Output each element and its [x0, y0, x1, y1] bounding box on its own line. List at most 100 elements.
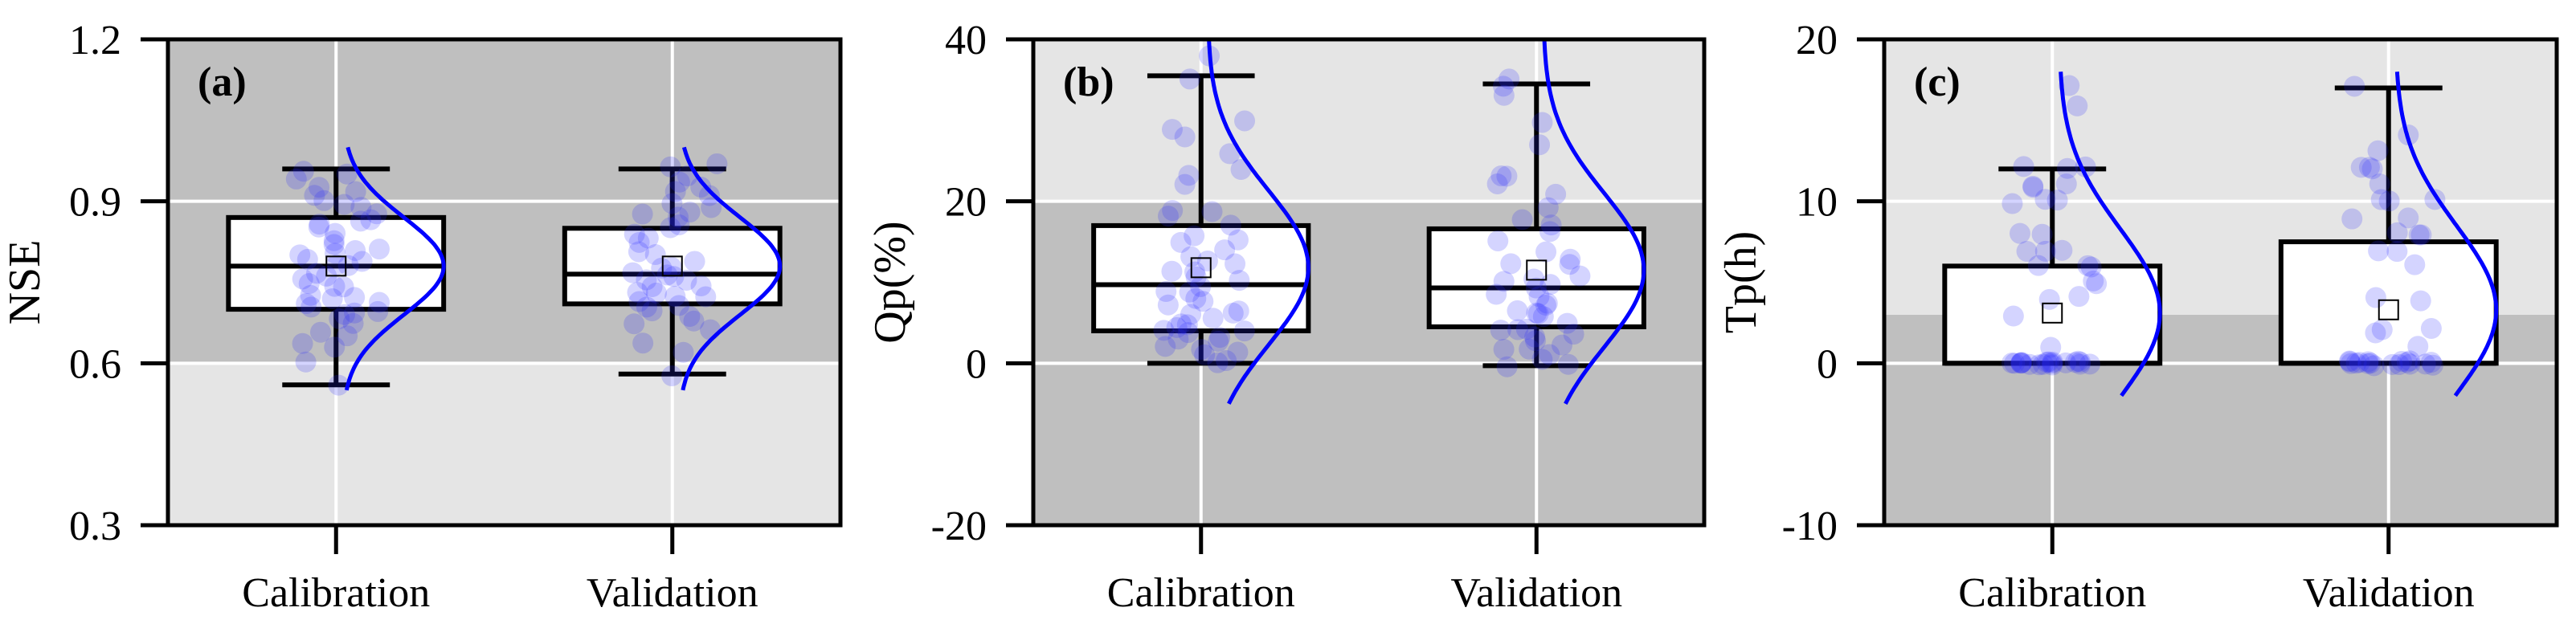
data-point: [627, 282, 648, 304]
data-point: [1201, 201, 1223, 222]
x-tick-label: Validation: [587, 570, 758, 616]
y-tick-label: -10: [1782, 504, 1838, 549]
data-point: [309, 321, 331, 343]
data-point: [2034, 189, 2056, 210]
data-point: [350, 197, 372, 218]
data-point: [1486, 283, 1507, 305]
normal-distribution-curve: [2394, 71, 2499, 398]
mean-marker: [1526, 259, 1548, 281]
data-point: [673, 341, 694, 363]
data-point: [1225, 253, 1246, 275]
data-point: [2027, 255, 2049, 276]
data-point: [2378, 190, 2400, 212]
box-iqr: [2278, 239, 2499, 366]
data-point: [342, 312, 364, 334]
data-point: [2069, 353, 2091, 375]
data-point: [1155, 281, 1177, 303]
data-point: [323, 230, 345, 251]
data-point: [1194, 344, 1216, 365]
data-point: [333, 194, 355, 215]
data-point: [304, 185, 325, 206]
data-point: [698, 185, 720, 206]
data-point: [2002, 305, 2024, 327]
data-point: [2046, 190, 2068, 211]
data-point: [2369, 173, 2390, 195]
data-point: [1207, 352, 1229, 373]
data-point: [1527, 303, 1549, 324]
data-point: [328, 374, 350, 396]
data-point: [1161, 260, 1183, 282]
data-point: [309, 214, 330, 235]
data-point: [2361, 158, 2383, 180]
data-point: [344, 287, 366, 308]
data-point: [1556, 312, 1578, 334]
panel-label: (b): [1063, 59, 1114, 105]
data-point: [632, 332, 654, 354]
data-point: [1531, 112, 1553, 133]
data-point: [628, 241, 649, 263]
data-point: [1196, 250, 1218, 271]
data-point: [1531, 349, 1553, 370]
data-point: [2055, 352, 2076, 373]
data-point: [1220, 214, 1241, 236]
data-point: [683, 310, 705, 332]
data-point: [2067, 350, 2089, 372]
data-point: [350, 210, 371, 232]
data-point: [1524, 330, 1546, 352]
data-point: [1191, 339, 1212, 361]
data-point: [660, 217, 681, 239]
data-point: [300, 284, 321, 306]
data-point: [669, 171, 690, 193]
data-point: [2358, 157, 2380, 178]
mean-marker: [325, 255, 347, 277]
data-point: [2010, 352, 2032, 373]
data-point: [661, 193, 683, 214]
normal-distribution-curve: [344, 146, 446, 391]
data-point: [2067, 95, 2088, 116]
data-point: [2070, 351, 2091, 373]
y-tick-label: 0.6: [69, 341, 121, 387]
data-point: [296, 293, 317, 315]
y-tick-label: 0.9: [69, 180, 121, 226]
data-point: [2031, 223, 2053, 245]
data-point: [1496, 356, 1518, 377]
data-point: [1493, 84, 1515, 106]
data-point: [333, 276, 354, 298]
y-axis-label: Tp(h): [1716, 231, 1766, 334]
data-point: [1184, 225, 1205, 247]
data-point: [345, 181, 366, 202]
data-point: [2341, 208, 2363, 230]
data-point: [1185, 287, 1207, 309]
data-point: [2396, 352, 2418, 373]
data-point: [1493, 75, 1515, 97]
data-point: [367, 300, 389, 322]
data-point: [1539, 221, 1560, 243]
data-point: [1499, 68, 1520, 90]
data-point: [1190, 275, 1212, 297]
data-point: [1524, 326, 1546, 348]
data-point: [1493, 271, 1515, 292]
data-point: [2386, 222, 2408, 243]
data-point: [2042, 353, 2063, 374]
data-point: [1227, 341, 1249, 363]
data-point: [701, 197, 722, 218]
y-tick-label: 0: [966, 341, 987, 387]
normal-distribution-curve: [2059, 71, 2162, 398]
box-iqr: [1426, 226, 1646, 329]
data-point: [308, 216, 329, 238]
data-point: [1222, 302, 1244, 324]
x-tick-label: Calibration: [242, 570, 430, 616]
data-point: [669, 214, 690, 235]
data-point: [292, 332, 313, 354]
data-point: [2079, 353, 2100, 375]
data-point: [2068, 286, 2090, 308]
data-point: [2038, 288, 2060, 310]
data-point: [2010, 353, 2032, 374]
normal-distribution-curve: [1207, 39, 1310, 405]
data-point: [2420, 352, 2442, 373]
data-point: [1569, 265, 1591, 287]
data-point: [2388, 353, 2410, 375]
data-point: [1234, 110, 1256, 132]
